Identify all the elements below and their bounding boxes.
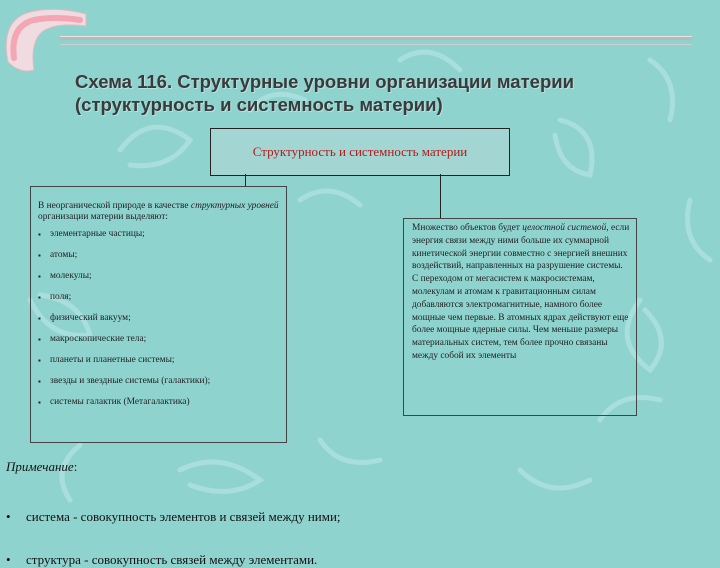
list-item: элементарные частицы; [38,229,280,250]
list-item: поля; [38,292,280,313]
notes-label: Примечание: [6,459,706,475]
connector-left-vertical [245,174,246,186]
definition-text-end: если энергия связи между ними больше их … [412,223,630,361]
connector-right-vertical [440,174,441,218]
list-item: физический вакуум; [38,313,280,334]
background-pattern [27,49,713,503]
system-definition-box: Множество объектов будет целостной систе… [403,218,637,416]
title-line-2: (структурность и системность материи) [75,94,443,115]
notes-section: Примечание: система - совокупность элеме… [6,459,706,568]
list-item: планеты и планетные системы; [38,355,280,376]
list-item: молекулы; [38,271,280,292]
header-box-text: Структурность и системность материи [252,144,468,159]
boomerang-icon [5,8,87,72]
note-item: структура - совокупность связей между эл… [6,552,720,568]
inorganic-levels-box: В неорганической природе в качестве стру… [30,186,287,443]
inorganic-intro: В неорганической природе в качестве стру… [38,201,280,223]
list-item: звезды и звездные системы (галактики); [38,376,280,397]
intro-text-end: организации материи выделяют: [38,212,169,222]
title-line-1: Схема 116. Структурные уровни организаци… [75,71,574,92]
notes-label-colon: : [73,459,78,474]
diagram-header-box: Структурность и системность материи [210,128,510,176]
note-item: система - совокупность элементов и связе… [6,509,720,525]
intro-text-start: В неорганической природе в качестве [38,201,191,211]
title-rule-thick [60,36,692,40]
list-item: атомы; [38,250,280,271]
levels-list: элементарные частицы; атомы; молекулы; п… [38,229,280,418]
list-item: системы галактик (Метагалактика) [38,397,280,418]
list-item: макроскопические тела; [38,334,280,355]
slide-title: Схема 116. Структурные уровни организаци… [75,70,675,116]
definition-text-start: Множество объектов будет [412,223,523,233]
title-rule-thin [60,44,692,45]
definition-text-italic: целостной системой, [522,223,609,233]
notes-label-text: Примечание [6,459,74,474]
intro-text-italic: структурных уровней [190,201,279,211]
